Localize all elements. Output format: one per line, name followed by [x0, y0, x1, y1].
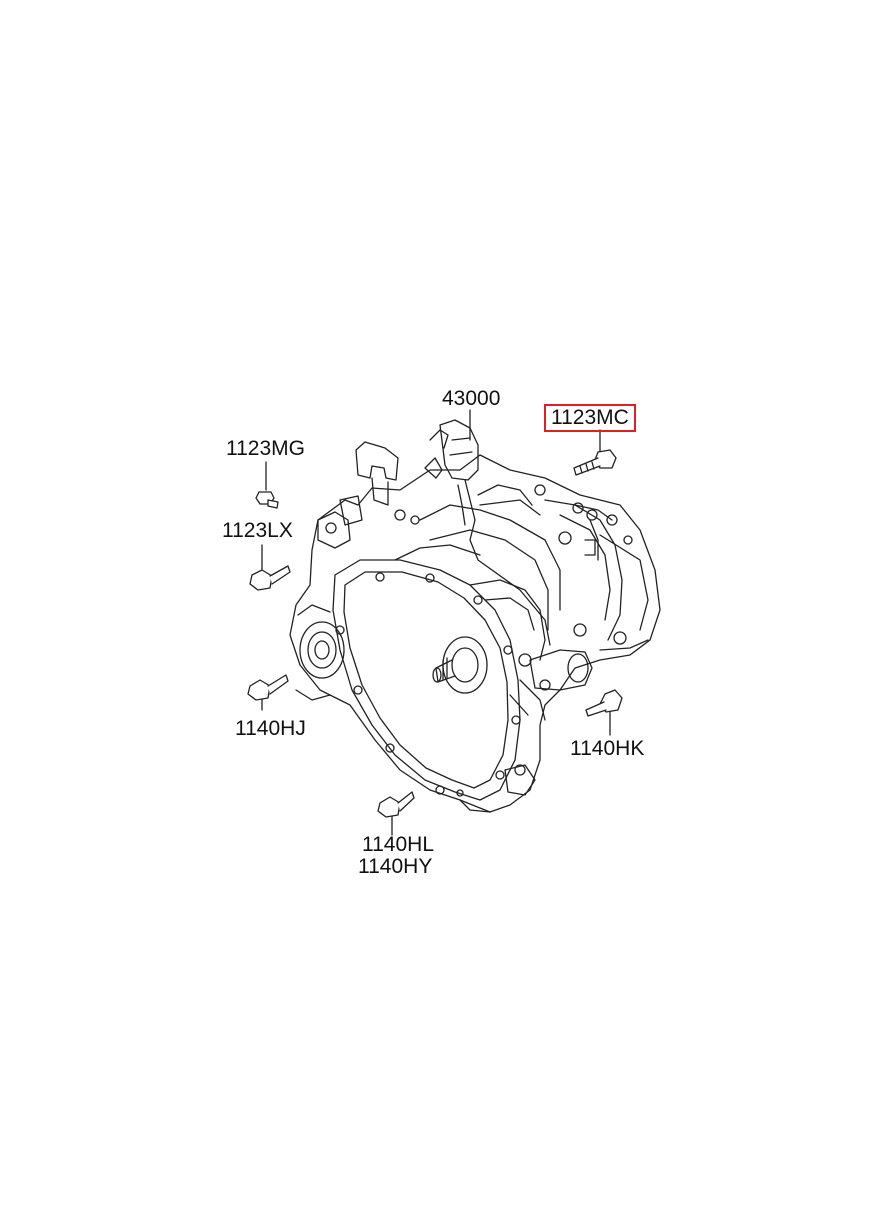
label-1140HL: 1140HL [362, 833, 435, 856]
bolt-1140HK [585, 689, 623, 736]
label-1123MC: 1123MC [544, 404, 636, 432]
label-1140HY: 1140HY [358, 855, 433, 878]
label-1123MG: 1123MG [226, 437, 305, 460]
bolt-1140HL [377, 791, 415, 836]
label-1123LX: 1123LX [222, 519, 293, 542]
bolt-1123MC [573, 429, 617, 476]
bolt-1123MG [255, 461, 279, 509]
transaxle-housing [289, 419, 661, 813]
label-1140HJ: 1140HJ [235, 717, 306, 740]
bolt-1123LX [249, 544, 291, 591]
label-43000: 43000 [442, 387, 501, 410]
bolt-1140HJ [247, 674, 289, 711]
label-1140HK: 1140HK [570, 737, 645, 760]
